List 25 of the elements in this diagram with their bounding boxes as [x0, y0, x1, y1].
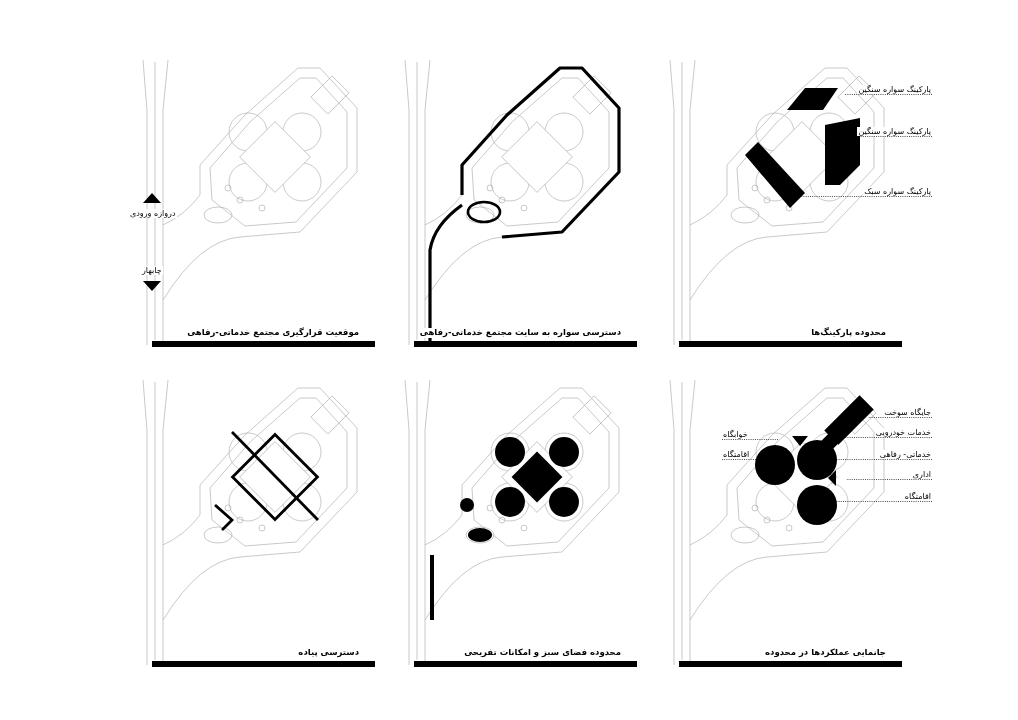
- callout-label: جایگاه سوخت: [883, 407, 932, 417]
- panel-title: محدوده فضای سبز و امکانات تفریحی: [463, 648, 622, 658]
- panel-title: محدوده پارکینگ‌ها: [810, 328, 887, 338]
- callout-label: پارکینگ سواره سبک: [863, 186, 932, 196]
- road-label: دروازه ورودی: [129, 208, 177, 218]
- leader-line: [859, 136, 933, 137]
- leader-line: [845, 479, 933, 480]
- panel-title: جانمایی عملکردها در محدوده: [764, 648, 887, 658]
- panel-title: دسترسی سواره به سایت مجتمع خدماتی-رفاهی: [418, 328, 622, 338]
- callout-label: اداری: [911, 469, 932, 479]
- road-label: چابهار: [141, 265, 163, 275]
- leader-line: [867, 417, 933, 418]
- callout-label: خوابگاه: [722, 429, 749, 439]
- callout-label: پارکینگ سواره سنگین: [857, 126, 932, 136]
- callout-label: اقامتگاه: [722, 449, 751, 459]
- callout-label: پارکینگ سواره سنگین: [857, 84, 932, 94]
- leader-line: [721, 439, 779, 440]
- leader-line: [844, 94, 933, 95]
- panel-title: دسترسی پیاده: [297, 648, 360, 658]
- leader-line: [844, 437, 933, 438]
- leader-line: [799, 196, 933, 197]
- callout-label: اقامتگاه: [903, 491, 932, 501]
- callout-label: خدماتی- رفاهی: [878, 449, 932, 459]
- panel-title: موقعیت قرارگیری مجتمع خدماتی-رفاهی: [186, 328, 360, 338]
- callout-label: خدمات خودرویی: [874, 427, 932, 437]
